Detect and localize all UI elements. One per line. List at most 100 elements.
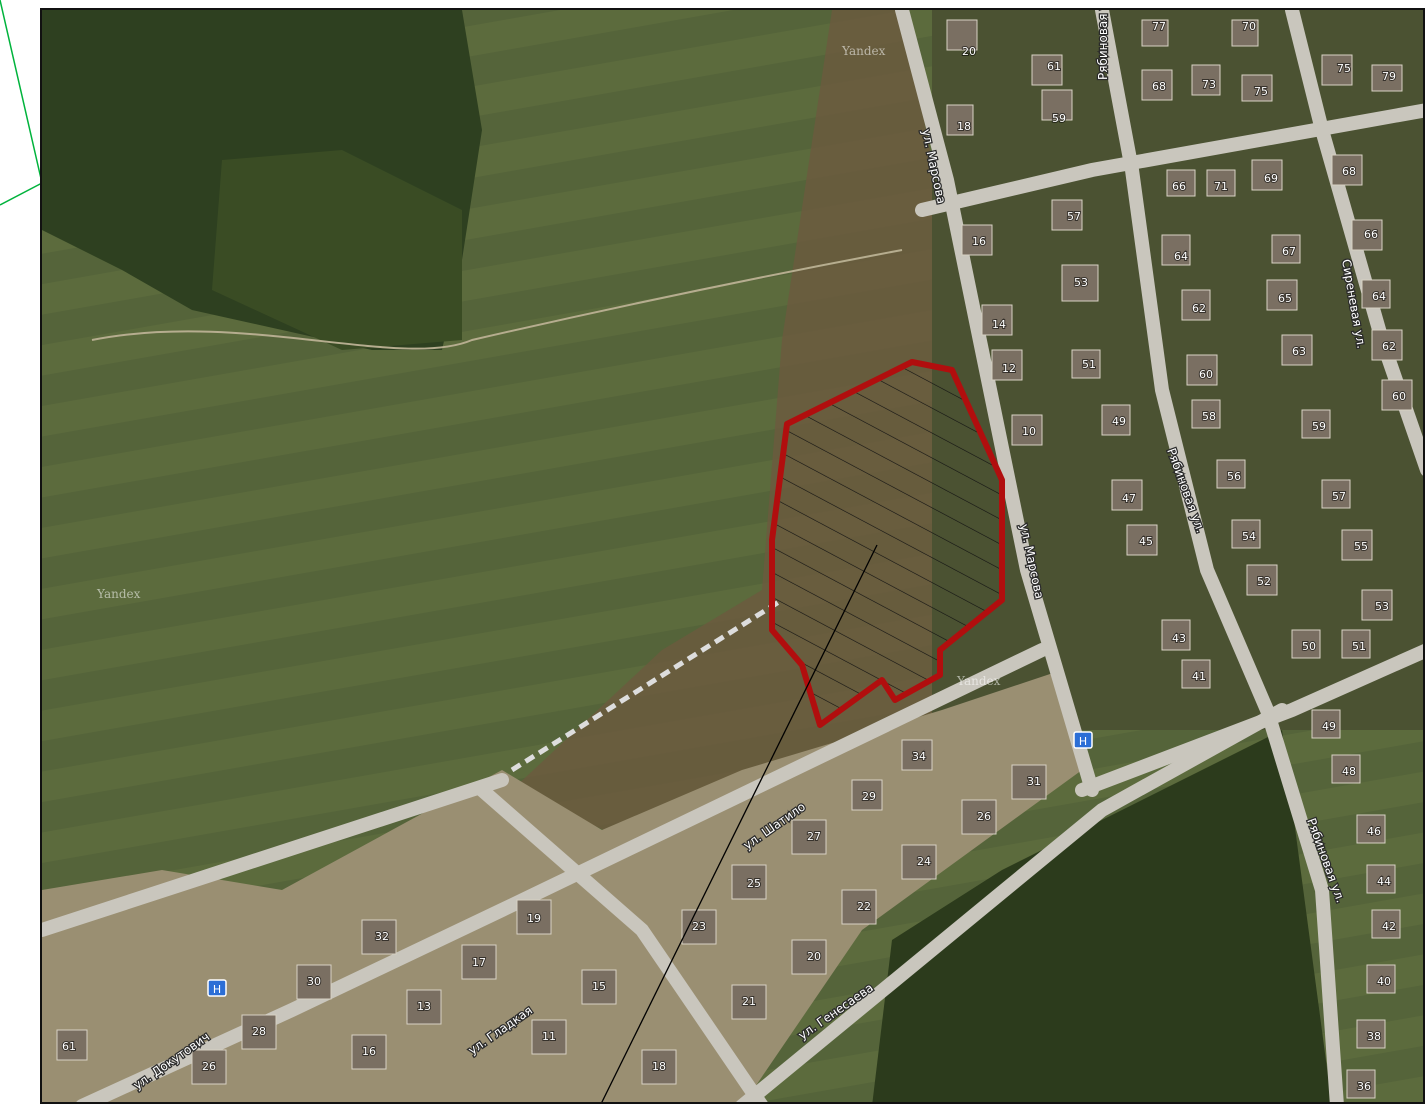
house-number-label: 55 [1354, 540, 1368, 553]
dashed-path [510, 597, 784, 773]
house-number-label: 62 [1192, 302, 1206, 315]
house-number-label: 57 [1332, 490, 1346, 503]
house-number-label: 27 [807, 830, 821, 843]
house-number-label: 57 [1067, 210, 1081, 223]
house-number-label: 24 [917, 855, 931, 868]
road-cross-south [1075, 644, 1423, 797]
house-number-label: 54 [1242, 530, 1256, 543]
house-number-label: 61 [1047, 60, 1061, 73]
house-number-label: 53 [1375, 600, 1389, 613]
street-label-ribnaya: Рябиновая ул. [1096, 10, 1110, 80]
house-number-label: 51 [1082, 358, 1096, 371]
house-number-label: 50 [1302, 640, 1316, 653]
house-number-label: 47 [1122, 492, 1136, 505]
house-number-label: 16 [972, 235, 986, 248]
frame-line-upper [0, 0, 43, 184]
house-number-label: 61 [62, 1040, 76, 1053]
house-number-label: 43 [1172, 632, 1186, 645]
house-number-label: 26 [202, 1060, 216, 1073]
house-number-label: 62 [1382, 340, 1396, 353]
house-number-label: 14 [992, 318, 1006, 331]
forest-bottom-right [872, 730, 1332, 1102]
house-number-label: 49 [1112, 415, 1126, 428]
house-number-label: 34 [912, 750, 926, 763]
house-number-label: 18 [652, 1060, 666, 1073]
road-marsova [895, 10, 1099, 797]
house-number-label: 17 [472, 956, 486, 969]
map-frame[interactable]: H H Yandex Yandex Yandex ул. Марсова ул.… [40, 8, 1425, 1104]
bus-stop-icon: H [1073, 731, 1093, 749]
house-number-label: 21 [742, 995, 756, 1008]
house-number-label: 19 [527, 912, 541, 925]
house-number-label: 63 [1292, 345, 1306, 358]
road-network [42, 10, 1423, 1102]
house-number-label: 64 [1174, 250, 1188, 263]
house-number-label: 20 [962, 45, 976, 58]
house-number-label: 45 [1139, 535, 1153, 548]
svg-text:H: H [213, 983, 221, 996]
road-genesaeva [736, 703, 1289, 1102]
house-number-label: 67 [1282, 245, 1296, 258]
house-number-label: 28 [252, 1025, 266, 1038]
house-number-label: 79 [1382, 70, 1396, 83]
houses-group [56, 19, 1413, 1099]
house-number-label: 69 [1264, 172, 1278, 185]
house-number-label: 60 [1392, 390, 1406, 403]
house-number-label: 12 [1002, 362, 1016, 375]
house-number-label: 29 [862, 790, 876, 803]
house-number-label: 20 [807, 950, 821, 963]
watermark: Yandex [841, 44, 886, 58]
house-number-label: 58 [1202, 410, 1216, 423]
house-number-label: 41 [1192, 670, 1206, 683]
leader-line [601, 544, 878, 1102]
road-shatilo [76, 643, 1049, 1102]
house-number-label: 66 [1364, 228, 1378, 241]
house-number-label: 46 [1367, 825, 1381, 838]
house-number-label: 53 [1074, 276, 1088, 289]
watermark: Yandex [956, 674, 1001, 688]
house-number-label: 51 [1352, 640, 1366, 653]
road-bottom-west [42, 773, 509, 937]
road-ribnaya [1095, 10, 1344, 1102]
house-number-label: 16 [362, 1045, 376, 1058]
house-number-label: 71 [1214, 180, 1228, 193]
watermark: Yandex [96, 587, 141, 601]
house-number-label: 15 [592, 980, 606, 993]
house-number-label: 68 [1342, 165, 1356, 178]
house-number-label: 11 [542, 1030, 556, 1043]
house-number-label: 70 [1242, 20, 1256, 33]
house-number-label: 26 [977, 810, 991, 823]
house-number-label: 18 [957, 120, 971, 133]
house-number-label: 65 [1278, 292, 1292, 305]
house-number-label: 38 [1367, 1030, 1381, 1043]
house-number-label: 10 [1022, 425, 1036, 438]
parcel-outline[interactable] [769, 359, 1005, 728]
house-number-label: 75 [1254, 85, 1268, 98]
house-number-label: 32 [375, 930, 389, 943]
forest-patch [212, 150, 462, 350]
road-diag-west [475, 783, 768, 1102]
house-number-label: 40 [1377, 975, 1391, 988]
house-number-label: 77 [1152, 20, 1166, 33]
house-number-label: 13 [417, 1000, 431, 1013]
house-number-label: 73 [1202, 78, 1216, 91]
house-number-label: 31 [1027, 775, 1041, 788]
satellite-map[interactable]: H H Yandex Yandex Yandex ул. Марсова ул.… [42, 10, 1425, 1104]
house-number-label: 56 [1227, 470, 1241, 483]
house-number-label: 42 [1382, 920, 1396, 933]
house-number-label: 23 [692, 920, 706, 933]
house-number-label: 22 [857, 900, 871, 913]
house-number-label: 36 [1357, 1080, 1371, 1093]
house-number-label: 52 [1257, 575, 1271, 588]
frame-line-lower [0, 182, 43, 206]
house-number-label: 64 [1372, 290, 1386, 303]
house-number-label: 59 [1052, 112, 1066, 125]
svg-text:H: H [1079, 735, 1087, 748]
house-number-label: 49 [1322, 720, 1336, 733]
house-number-label: 25 [747, 877, 761, 890]
house-number-label: 68 [1152, 80, 1166, 93]
bus-stop-icon: H [207, 979, 227, 997]
house-number-label: 48 [1342, 765, 1356, 778]
house-number-label: 60 [1199, 368, 1213, 381]
